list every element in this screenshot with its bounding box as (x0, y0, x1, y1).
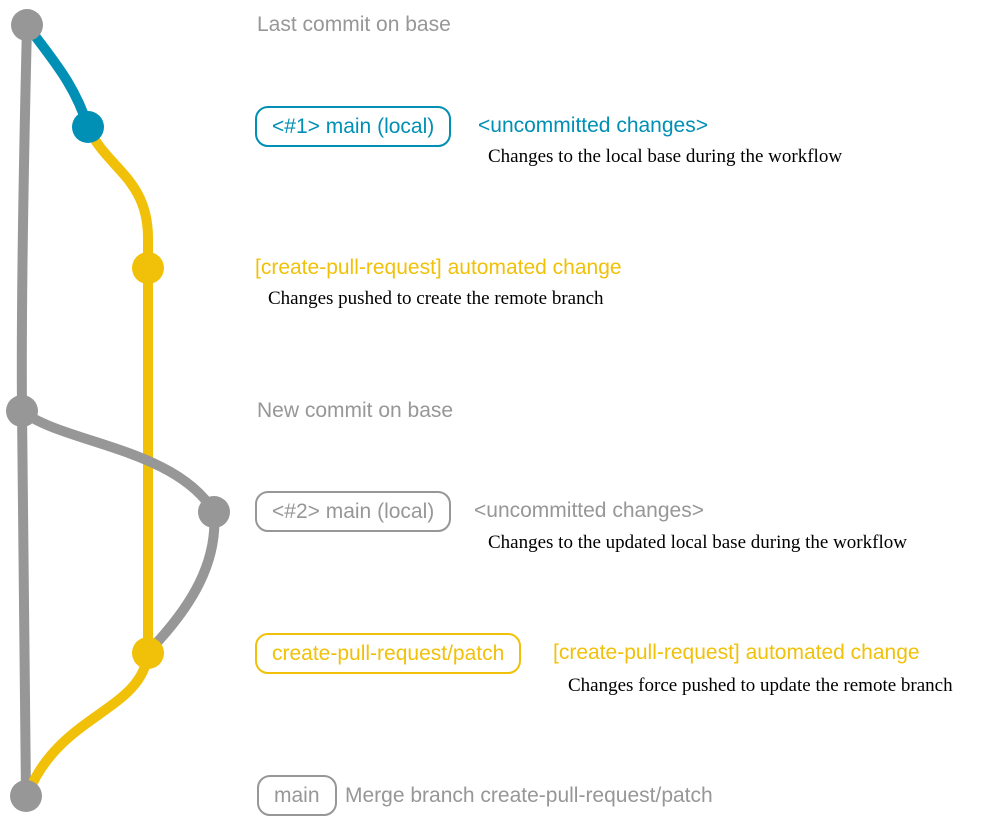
commit-description-uncommitted-1: Changes to the local base during the wor… (488, 146, 843, 167)
commit-message-uncommitted-2: <uncommitted changes> (474, 499, 704, 522)
commit-description-automated-2: Changes force pushed to update the remot… (568, 675, 953, 696)
branch-badge-main: main (257, 775, 337, 816)
patch-branch-line (83, 122, 153, 658)
branch-badge-main-local-1: <#1> main (local) (255, 106, 452, 147)
updated-main-branch-line (17, 406, 219, 517)
commit-message-new-base: New commit on base (257, 399, 454, 422)
commit-dot-uncommitted-2 (198, 496, 230, 528)
commit-message-automated-1: [create-pull-request] automated change (255, 256, 622, 279)
commit-dot-merge (10, 780, 42, 812)
commit-description-automated-1: Changes pushed to create the remote bran… (268, 288, 604, 309)
commit-dot-uncommitted-1 (72, 111, 104, 143)
commit-dot-new-base (6, 395, 38, 427)
commit-message-uncommitted-1: <uncommitted changes> (478, 114, 708, 137)
main-local-branch-line (22, 20, 93, 132)
commit-dot-automated-change-2 (132, 637, 164, 669)
commit-message-automated-2: [create-pull-request] automated change (553, 641, 920, 664)
commit-message-last-base: Last commit on base (257, 13, 451, 36)
updated-main-to-patch-line (145, 507, 220, 655)
commit-dot-automated-change-1 (132, 252, 164, 284)
branch-badge-patch: create-pull-request/patch (255, 633, 522, 674)
commit-message-merge: Merge branch create-pull-request/patch (345, 784, 713, 807)
branch-badge-main-local-2: <#2> main (local) (255, 491, 452, 532)
commit-description-uncommitted-2: Changes to the updated local base during… (488, 532, 907, 553)
commit-dot-last-base (11, 9, 43, 41)
patch-merge-line (22, 648, 153, 801)
